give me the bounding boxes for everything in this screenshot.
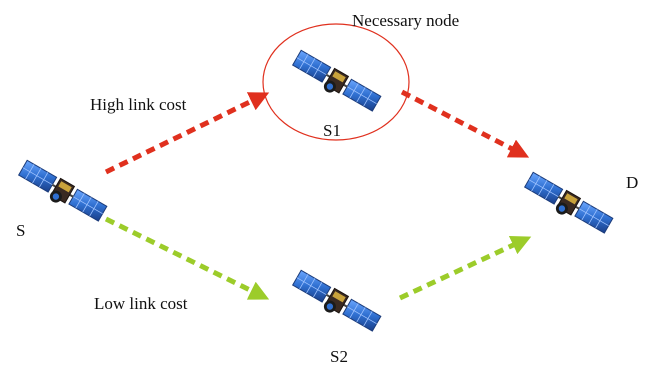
satellite-icon bbox=[14, 158, 109, 228]
high-link-cost-label: High link cost bbox=[90, 95, 187, 114]
satellite-icon bbox=[288, 48, 383, 118]
link-s-to-s2-low bbox=[104, 216, 270, 300]
necessary-node-ring bbox=[262, 23, 410, 141]
necessary-node-label: Necessary node bbox=[352, 11, 460, 30]
satellite-icon bbox=[288, 268, 383, 338]
low-link-cost-label: Low link cost bbox=[94, 294, 188, 313]
node-label-source: S bbox=[16, 221, 26, 240]
node-label-destination: D bbox=[626, 173, 639, 192]
satellite-icon bbox=[520, 170, 615, 240]
link-s2-to-d-low bbox=[398, 236, 532, 301]
link-s1-to-d-high bbox=[400, 89, 530, 158]
node-label-s2: S2 bbox=[330, 347, 348, 366]
node-label-s1: S1 bbox=[323, 121, 341, 140]
